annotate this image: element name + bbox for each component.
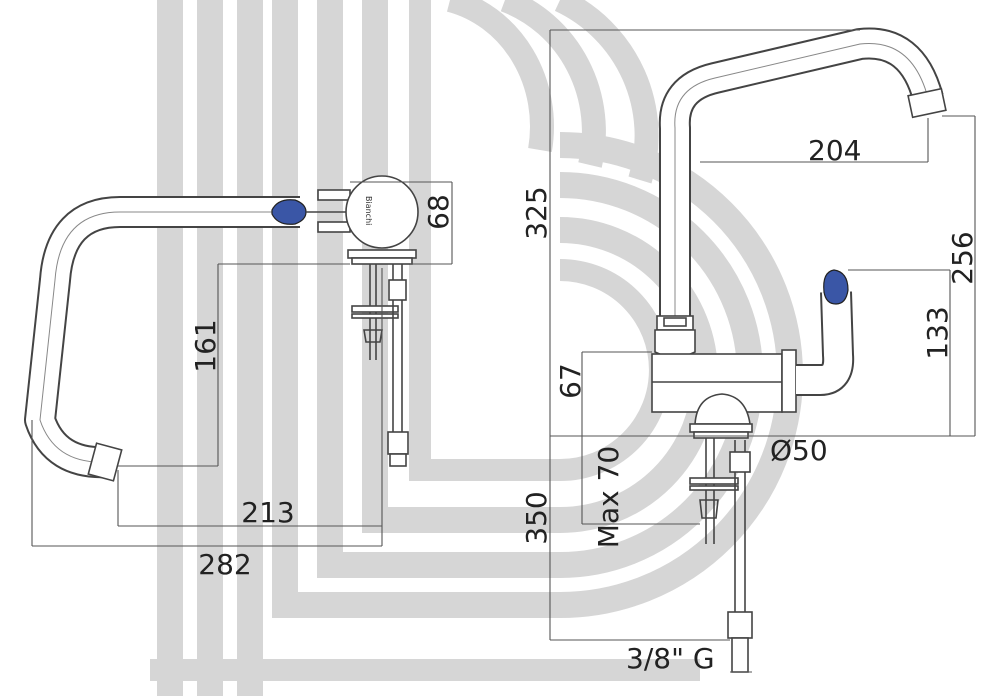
dim-max70: Max 70 [592,446,625,548]
side-aerator [87,442,123,482]
dim-d50: Ø50 [770,434,828,467]
dim-350: 350 [520,491,553,544]
side-handle-knob [271,199,307,225]
front-aerator [907,87,947,119]
dim-282: 282 [198,548,251,581]
dim-256: 256 [946,231,979,284]
side-view: Bianchi 68 161 213 282 [24,175,455,581]
dim-325: 325 [520,186,553,239]
dim-213: 213 [241,496,294,529]
dim-thread: 3/8" G [626,642,715,675]
dim-161: 161 [189,319,222,372]
front-handle-knob [823,269,849,305]
brand-label: Bianchi [364,196,373,225]
dim-68: 68 [422,194,455,230]
front-view: 204 325 256 133 67 Ø50 Max 70 350 3/8" G [520,27,979,675]
dim-67: 67 [554,363,587,399]
dim-204: 204 [808,134,861,167]
dim-133: 133 [921,306,954,359]
side-body [345,175,419,249]
